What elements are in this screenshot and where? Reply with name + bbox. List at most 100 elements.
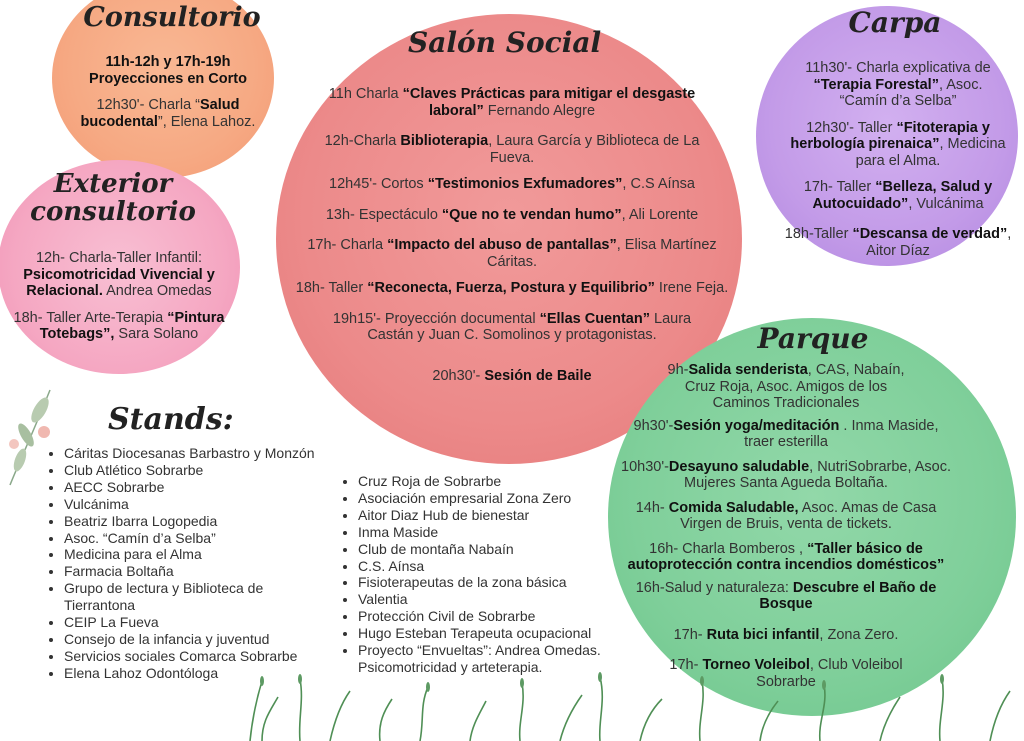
salon-event-6: 18h- Taller “Reconecta, Fuerza, Postura … bbox=[286, 280, 738, 297]
salon-event-8: 20h30'- Sesión de Baile bbox=[286, 368, 738, 385]
consultorio-event-1: 11h-12h y 17h-19h Proyecciones en Corto bbox=[68, 54, 268, 87]
event-text: 18h- Taller bbox=[295, 280, 368, 296]
carpa-title: Carpa bbox=[848, 6, 942, 39]
event-text: , CAS, Nabaín, Cruz Roja, Asoc. Amigos d… bbox=[684, 362, 905, 411]
carpa-event-2: 12h30'- Taller “Fitoterapia y herbología… bbox=[778, 120, 1018, 170]
exterior-event-1: 12h- Charla-Taller Infantil: Psicomotric… bbox=[0, 250, 242, 300]
event-text: , Club Voleibol Sobrarbe bbox=[756, 657, 903, 690]
stand-item: Fisioterapeutas de la zona básica bbox=[358, 574, 626, 591]
event-title: Sesión yoga/meditación bbox=[673, 417, 840, 434]
event-title: “Testimonios Exfumadores” bbox=[427, 176, 623, 192]
parque-event-1: 9h-Salida senderista, CAS, Nabaín, Cruz … bbox=[618, 362, 954, 412]
event-title: Salud bucodental bbox=[80, 97, 240, 130]
event-text: 17h- Charla bbox=[307, 237, 388, 253]
stand-item: Proyecto “Envueltas”: Andrea Omedas. Psi… bbox=[358, 642, 626, 676]
event-text: 17h- Taller bbox=[803, 179, 876, 195]
event-text: , Vulcánima bbox=[908, 195, 984, 212]
event-text: 18h-Taller bbox=[784, 226, 853, 242]
parque-event-2: 9h30'-Sesión yoga/meditación . Inma Masi… bbox=[618, 418, 954, 451]
event-text: Laura Castán y Juan C. Somolinos y prota… bbox=[367, 310, 692, 344]
consultorio-title: Consultorio bbox=[83, 2, 261, 33]
salon-event-3: 12h45'- Cortos “Testimonios Exfumadores”… bbox=[286, 176, 738, 193]
event-text: 12h30'- Taller bbox=[806, 119, 897, 136]
stand-item: Farmacia Boltaña bbox=[64, 563, 324, 580]
event-text: 17h- bbox=[669, 657, 703, 673]
carpa-section: 11h30'- Charla explicativa de “Terapia F… bbox=[778, 60, 1018, 269]
stand-item: Asociación empresarial Zona Zero bbox=[358, 490, 626, 507]
event-title: Comida Saludable, bbox=[668, 499, 799, 516]
event-text: 12h-Charla bbox=[324, 133, 401, 149]
event-text: , Laura García y Biblioteca de La Fueva. bbox=[488, 133, 700, 166]
stand-item: Valentia bbox=[358, 591, 626, 608]
event-text: Andrea Omedas bbox=[102, 283, 212, 299]
salon-event-4: 13h- Espectáculo “Que no te vendan humo”… bbox=[286, 207, 738, 224]
stand-item: Medicina para el Alma bbox=[64, 546, 324, 563]
event-title: “Fitoterapia y herbología pirenaica” bbox=[790, 119, 990, 153]
event-title: “Terapia Forestal” bbox=[813, 76, 939, 93]
parque-section: 9h-Salida senderista, CAS, Nabaín, Cruz … bbox=[618, 362, 954, 700]
event-text: 12h45'- Cortos bbox=[329, 176, 428, 192]
event-text: 19h15'- Proyección documental bbox=[332, 310, 540, 327]
event-title: “Que no te vendan humo” bbox=[441, 206, 622, 223]
stand-item: Hugo Esteban Terapeuta ocupacional bbox=[358, 625, 626, 642]
event-text: , Elisa Martínez Cáritas. bbox=[487, 237, 717, 270]
parque-event-3: 10h30'-Desayuno saludable, NutriSobrarbe… bbox=[618, 459, 954, 492]
exterior-event-2: 18h- Taller Arte-Terapia “Pintura Toteba… bbox=[0, 310, 242, 343]
stand-item: Club de montaña Nabaín bbox=[358, 541, 626, 558]
event-text: 17h- bbox=[673, 626, 707, 643]
event-text: 13h- Espectáculo bbox=[325, 206, 442, 223]
stand-item: C.S. Aínsa bbox=[358, 558, 626, 575]
event-title: “Belleza, Salud y Autocuidado” bbox=[812, 179, 993, 212]
carpa-blob bbox=[756, 6, 1018, 266]
leaf-branch-decoration bbox=[9, 389, 51, 486]
event-title: “Claves Prácticas para mitigar el desgas… bbox=[402, 86, 696, 119]
event-title: Torneo Voleibol bbox=[702, 657, 810, 673]
exterior-title-line2: consultorio bbox=[30, 197, 196, 227]
event-text: 11h30'- Charla explicativa de bbox=[805, 60, 991, 76]
parque-event-7: 17h- Ruta bici infantil, Zona Zero. bbox=[618, 627, 954, 644]
event-title: “Pintura Totebags”, bbox=[39, 309, 225, 343]
event-title: “Descansa de verdad” bbox=[852, 226, 1008, 242]
event-title: Desayuno saludable bbox=[668, 458, 810, 475]
event-text: 16h-Salud y naturaleza: bbox=[635, 579, 793, 596]
parque-blob bbox=[608, 318, 1016, 716]
stands-list-col1: Cáritas Diocesanas Barbastro y MonzónClu… bbox=[46, 445, 324, 682]
stand-item: Vulcánima bbox=[64, 496, 324, 513]
carpa-event-1: 11h30'- Charla explicativa de “Terapia F… bbox=[778, 60, 1018, 110]
salon-section: 11h Charla “Claves Prácticas para mitiga… bbox=[286, 86, 738, 394]
stands-title: Stands: bbox=[108, 402, 234, 437]
grass-decoration bbox=[249, 672, 1011, 741]
event-text: ”, Elena Lahoz. bbox=[157, 113, 256, 130]
exterior-title-line1: Exterior bbox=[53, 169, 173, 199]
event-text: . Inma Maside, traer esterilla bbox=[744, 417, 939, 451]
parque-event-6: 16h-Salud y naturaleza: Descubre el Baño… bbox=[618, 580, 954, 613]
stand-item: Inma Maside bbox=[358, 524, 626, 541]
stands-list-col2: Cruz Roja de SobrarbeAsociación empresar… bbox=[340, 473, 626, 676]
stand-item: Cáritas Diocesanas Barbastro y Monzón bbox=[64, 445, 324, 462]
event-text: , NutriSobrarbe, Asoc. Mujeres Santa Agu… bbox=[684, 458, 951, 492]
event-text: , Medicina para el Alma. bbox=[855, 136, 1006, 169]
event-title: Sesión de Baile bbox=[484, 367, 592, 384]
event-title: Salida senderista bbox=[688, 362, 808, 378]
stand-item: Asoc. “Camín d’a Selba” bbox=[64, 530, 324, 547]
event-title: “Impacto del abuso de pantallas” bbox=[387, 237, 617, 253]
consultorio-event-1-time: 11h-12h y 17h-19h bbox=[105, 54, 231, 70]
parque-event-5: 16h- Charla Bomberos , “Taller básico de… bbox=[618, 541, 954, 574]
event-text: , Zona Zero. bbox=[819, 626, 899, 643]
event-text: 12h30'- Charla “ bbox=[96, 97, 201, 113]
salon-event-5: 17h- Charla “Impacto del abuso de pantal… bbox=[286, 237, 738, 270]
salon-event-2: 12h-Charla Biblioterapia, Laura García y… bbox=[286, 133, 738, 166]
stand-item: CEIP La Fueva bbox=[64, 614, 324, 631]
event-title: “Taller básico de autoprotección contra … bbox=[627, 540, 945, 574]
event-text: Asoc. Amas de Casa Virgen de Bruis, vent… bbox=[680, 499, 937, 533]
event-title: Psicomotricidad Vivencial y Relacional. bbox=[23, 266, 215, 300]
stand-item: Consejo de la infancia y juventud bbox=[64, 631, 324, 648]
parque-event-8: 17h- Torneo Voleibol, Club Voleibol Sobr… bbox=[618, 657, 954, 690]
event-text: 14h- bbox=[635, 499, 669, 516]
event-text: 9h30'- bbox=[633, 417, 674, 434]
consultorio-blob bbox=[52, 0, 274, 178]
stand-item: Beatriz Ibarra Logopedia bbox=[64, 513, 324, 530]
event-text: Sara Solano bbox=[114, 326, 199, 342]
stand-item: AECC Sobrarbe bbox=[64, 479, 324, 496]
parque-title: Parque bbox=[757, 322, 869, 355]
